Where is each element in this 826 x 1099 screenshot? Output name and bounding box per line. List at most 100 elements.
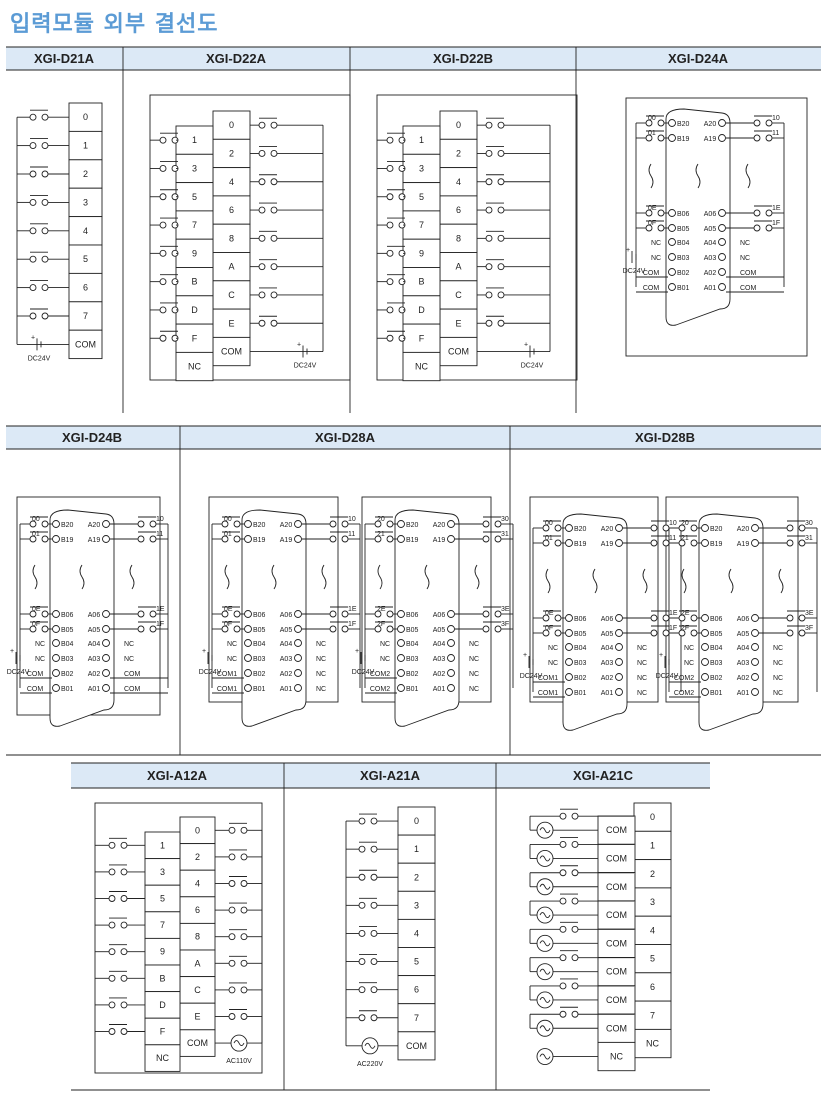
switch-contact [108, 921, 116, 929]
switch-symbol [221, 606, 241, 618]
terminal-label: 7 [83, 311, 88, 321]
pin-hole [102, 535, 110, 543]
pin-hole [102, 625, 110, 633]
terminal-label: 2 [456, 148, 461, 158]
com-label: COM1 [217, 671, 237, 678]
switch-contact [786, 614, 794, 622]
pin-label: B06 [710, 616, 723, 623]
switch-contact [482, 520, 490, 528]
pin-label: A01 [433, 686, 446, 693]
switch-contact [233, 520, 241, 528]
switch-contact [358, 930, 366, 937]
pin-hole [447, 520, 455, 528]
terminal-label: A [455, 262, 461, 272]
pin-label: A04 [433, 641, 446, 648]
nc-label: NC [773, 645, 783, 652]
pin-hole [244, 610, 252, 618]
terminal-label: 1 [650, 840, 655, 850]
terminal-label: E [455, 318, 461, 328]
pin-label: B05 [574, 631, 587, 638]
pin-label: B04 [406, 641, 419, 648]
plus-sign: + [524, 342, 528, 349]
terminal-label: B [418, 277, 424, 287]
pin-label: A02 [737, 675, 750, 682]
pin-label: A03 [280, 656, 293, 663]
input-label: 21 [681, 535, 689, 542]
pin-label: A20 [737, 526, 750, 533]
terminal-label: 5 [160, 894, 165, 904]
terminal-cell [212, 308, 251, 338]
input-label: 1E [772, 205, 781, 212]
switch-contact [386, 520, 394, 528]
switch-contact [41, 170, 49, 178]
switch-symbol [29, 251, 49, 263]
switch-symbol [258, 287, 278, 299]
pin-hole [751, 658, 759, 666]
pin-hole [615, 614, 623, 622]
pin-label: A20 [433, 522, 446, 529]
switch-contact [542, 539, 550, 547]
switch-contact [149, 625, 157, 633]
switch-symbol [386, 160, 406, 172]
nc-label: NC [316, 671, 326, 678]
terminal-label: 3 [160, 867, 165, 877]
switch-contact [542, 629, 550, 637]
pin-label: A06 [433, 612, 446, 619]
input-label: 1F [772, 220, 780, 227]
pin-hole [244, 625, 252, 633]
pin-hole [294, 684, 302, 692]
pin-label: B06 [406, 612, 419, 619]
ellipsis-squiggle [79, 564, 85, 590]
switch-contact [358, 817, 366, 825]
terminal-cell [144, 858, 181, 886]
switch-contact [571, 869, 579, 877]
switch-contact [240, 959, 248, 967]
switch-symbol [485, 117, 505, 129]
switch-contact [108, 974, 116, 982]
switch-contact [228, 906, 236, 914]
switch-contact [485, 121, 493, 129]
nc-label: NC [124, 656, 134, 663]
terminal-label: 2 [83, 169, 88, 179]
input-label: 2E [377, 606, 386, 613]
pin-hole [701, 688, 709, 696]
pin-hole [718, 224, 726, 232]
section-frames [6, 46, 821, 1091]
pin-hole [701, 673, 709, 681]
switch-symbol [358, 954, 378, 965]
pin-label: B06 [253, 612, 266, 619]
terminal-cell [179, 949, 216, 978]
switch-contact [258, 206, 266, 214]
pin-hole [52, 610, 60, 618]
switch-contact [559, 869, 567, 877]
switch-contact [386, 221, 394, 229]
com-label: COM [740, 270, 757, 277]
switch-contact [29, 625, 37, 633]
switch-contact [228, 826, 236, 834]
pin-hole [668, 224, 676, 232]
header-xgi-d24b: XGI-D24B [62, 430, 122, 445]
com-label: COM2 [370, 686, 390, 693]
switch-contact [798, 614, 806, 622]
switch-symbol [559, 865, 579, 877]
header-xgi-d24a: XGI-D24A [668, 51, 729, 66]
switch-contact [497, 178, 505, 186]
switch-contact [270, 319, 278, 327]
pin-label: A05 [737, 631, 750, 638]
ellipsis-squiggle [648, 163, 654, 189]
switch-symbol [485, 315, 505, 327]
ac-wave [539, 1025, 551, 1032]
pin-hole [565, 673, 573, 681]
pin-hole [294, 520, 302, 528]
input-label: 20 [681, 520, 689, 527]
switch-symbol [678, 535, 698, 547]
pin-hole [751, 643, 759, 651]
pin-label: B19 [253, 537, 266, 544]
terminal-label: F [419, 333, 425, 343]
switch-contact [482, 625, 490, 633]
switch-contact [329, 625, 337, 633]
switch-symbol [108, 864, 128, 876]
pin-hole [701, 643, 709, 651]
